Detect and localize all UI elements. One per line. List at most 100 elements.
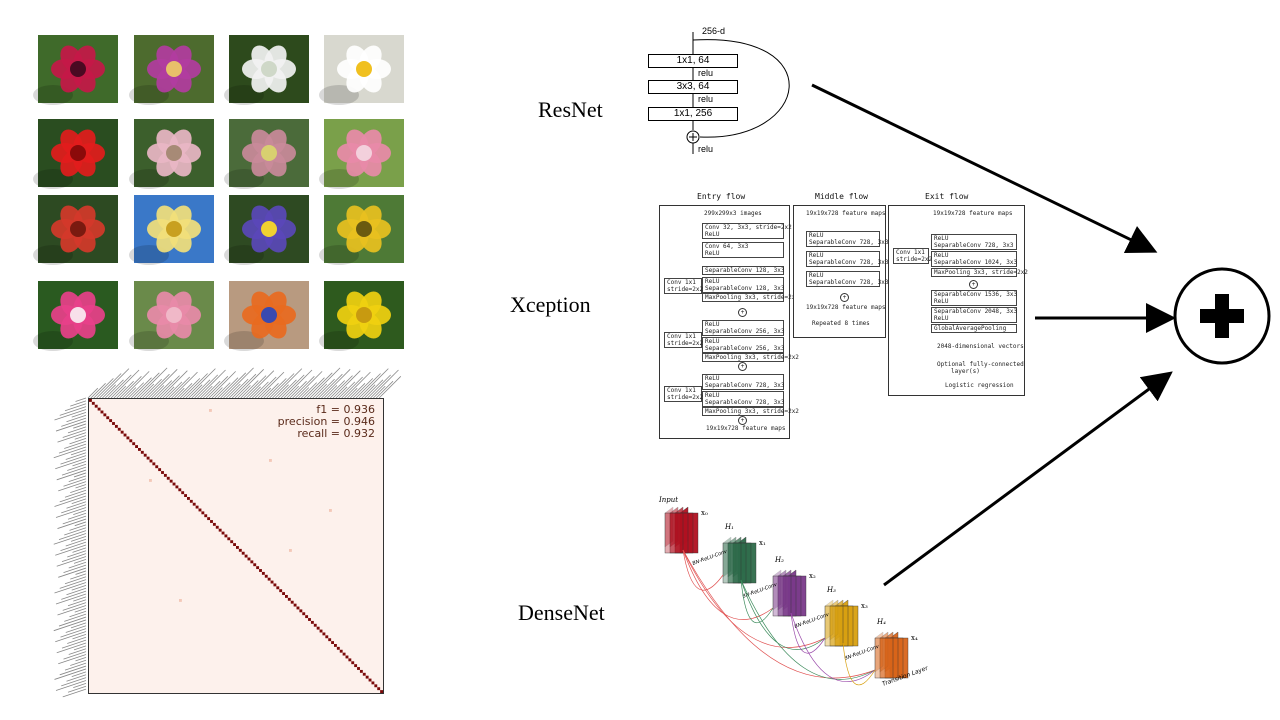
- diagonal-cell: [89, 399, 92, 402]
- entry-flow-title: Entry flow: [697, 192, 746, 201]
- y-tick-label: [62, 602, 87, 611]
- y-tick-label: [73, 645, 87, 651]
- diagonal-cell: [359, 669, 363, 673]
- x-tick-label: [329, 375, 353, 399]
- x-tick-label: [168, 376, 190, 399]
- x-tick-label: [142, 378, 162, 399]
- y-tick-label: [60, 628, 87, 638]
- diagonal-cell: [247, 557, 251, 561]
- xception-label: Xception: [510, 292, 591, 317]
- diagonal-cell: [270, 580, 274, 584]
- x-tick-label: [341, 376, 363, 399]
- x-tick-label: [87, 387, 99, 399]
- y-tick-label: [55, 507, 87, 518]
- x-tick-label: [139, 383, 155, 399]
- y-tick-label: [54, 495, 87, 507]
- x-tick-label: [306, 372, 333, 399]
- x-tick-label: [375, 380, 394, 399]
- diagonal-cell: [192, 502, 196, 506]
- x-tick-label: [289, 380, 307, 399]
- y-tick-label: [55, 631, 87, 643]
- y-tick-label: [70, 659, 87, 666]
- x-tick-label: [171, 371, 198, 399]
- dense-x-label: x₃: [861, 602, 868, 610]
- y-tick-label: [55, 680, 87, 691]
- y-tick-label: [63, 564, 87, 574]
- y-tick-label: [65, 538, 87, 547]
- middle-output: 19x19x728 feature maps: [806, 304, 886, 311]
- y-tick-label: [67, 599, 87, 607]
- flower-photo-12: [319, 195, 404, 265]
- flower-photo-9: [33, 195, 118, 265]
- densenet-diagram: x₀x₁H₁BN-ReLU-Convx₂H₂BN-ReLU-Convx₃H₃BN…: [658, 496, 929, 688]
- x-tick-label: [249, 386, 261, 399]
- diagonal-cell: [132, 442, 136, 446]
- x-tick-label: [99, 368, 130, 399]
- x-tick-label: [286, 385, 300, 399]
- x-tick-label: [122, 371, 150, 399]
- x-tick-label: [277, 379, 297, 399]
- x-tick-label: [200, 385, 213, 399]
- y-tick-label: [61, 553, 87, 563]
- x-tick-label: [136, 367, 168, 399]
- x-tick-label: [292, 376, 315, 399]
- y-tick-label: [68, 475, 87, 482]
- diagonal-cell: [261, 571, 265, 575]
- x-tick-label: [321, 369, 351, 399]
- flower-photo-5: [33, 119, 118, 189]
- y-tick-label: [55, 458, 87, 470]
- y-tick-label: [53, 446, 87, 459]
- y-tick-label: [67, 463, 87, 471]
- flower-photo-1: [33, 35, 118, 105]
- metrics-block: f1 = 0.936 precision = 0.946 recall = 0.…: [235, 403, 375, 443]
- diagonal-cell: [354, 664, 358, 668]
- diagonal-cell: [302, 612, 306, 616]
- off-diagonal-cell: [179, 599, 182, 602]
- dense-feature-map: [772, 575, 792, 617]
- y-tick-label: [74, 521, 87, 527]
- diagonal-cell: [126, 436, 130, 440]
- diagonal-cell: [178, 488, 182, 492]
- y-tick-label: [75, 657, 87, 662]
- dense-x-label: x₄: [911, 634, 918, 642]
- x-tick-label: [272, 368, 303, 399]
- add-node: +: [738, 362, 747, 371]
- x-tick-label: [208, 371, 236, 399]
- x-tick-label: [191, 379, 211, 399]
- dense-connection: [682, 549, 876, 679]
- diagonal-cell: [256, 566, 260, 570]
- flower-photo-14: [129, 281, 214, 351]
- diagonal-cell: [305, 615, 309, 619]
- y-tick-label: [61, 504, 87, 514]
- y-tick-label: [54, 668, 87, 680]
- x-tick-label: [113, 385, 127, 399]
- x-tick-label: [234, 369, 264, 399]
- x-tick-label: [194, 374, 219, 399]
- y-tick-label: [56, 469, 87, 481]
- y-tick-label: [75, 570, 87, 575]
- diagonal-cell: [336, 646, 340, 650]
- x-tick-label: [185, 368, 216, 399]
- y-tick-label: [73, 682, 87, 688]
- diagonal-cell: [94, 404, 98, 408]
- exit-logistic: Logistic regression: [945, 382, 1014, 389]
- diagonal-cell: [166, 476, 170, 480]
- x-tick-label: [110, 369, 140, 399]
- diagonal-cell: [172, 482, 176, 486]
- x-tick-label: [214, 382, 231, 399]
- y-tick-label: [73, 472, 87, 478]
- x-tick-label: [324, 385, 338, 399]
- off-diagonal-cell: [209, 409, 212, 412]
- y-tick-label: [66, 501, 87, 509]
- diagonal-cell: [210, 520, 213, 523]
- diagonal-cell: [158, 468, 162, 472]
- x-tick-label: [156, 375, 180, 399]
- add-node: +: [738, 308, 747, 317]
- y-tick-label: [67, 636, 87, 644]
- diagonal-cell: [143, 453, 147, 457]
